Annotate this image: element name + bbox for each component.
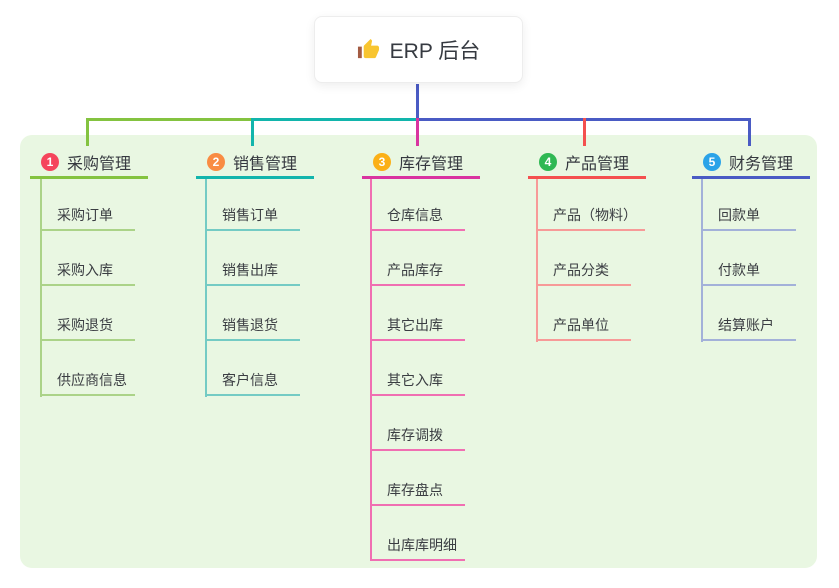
child-node[interactable]: 出库库明细	[370, 533, 465, 561]
branch-drop-line-4	[583, 118, 586, 146]
child-node[interactable]: 销售出库	[205, 258, 300, 286]
branch-label: 库存管理	[399, 156, 464, 173]
child-node[interactable]: 销售订单	[205, 203, 300, 231]
child-node[interactable]: 销售退货	[205, 313, 300, 341]
child-node[interactable]: 其它出库	[370, 313, 465, 341]
branch-number-badge: 3	[373, 153, 391, 171]
children-connector-line-4	[536, 179, 538, 342]
branch-sales-management[interactable]: 2 销售管理	[196, 148, 314, 179]
root-connector-line	[416, 84, 419, 121]
children-connector-line-1	[40, 179, 42, 397]
connector-bus-green	[86, 118, 252, 121]
branch-label: 产品管理	[565, 156, 630, 173]
child-node[interactable]: 产品单位	[536, 313, 631, 341]
branch-label: 采购管理	[67, 156, 132, 173]
branches-panel	[20, 135, 817, 568]
branch-number-badge: 2	[207, 153, 225, 171]
child-node[interactable]: 采购订单	[40, 203, 135, 231]
child-node[interactable]: 库存盘点	[370, 478, 465, 506]
branch-number-badge: 1	[41, 153, 59, 171]
connector-bus-teal	[252, 118, 418, 121]
child-node[interactable]: 产品（物料）	[536, 203, 645, 231]
branch-drop-line-2	[251, 118, 254, 146]
child-node[interactable]: 产品分类	[536, 258, 631, 286]
children-connector-line-5	[701, 179, 703, 342]
thumbs-up-icon	[357, 38, 380, 61]
child-node[interactable]: 结算账户	[701, 313, 796, 341]
child-node[interactable]: 产品库存	[370, 258, 465, 286]
children-connector-line-2	[205, 179, 207, 397]
child-node[interactable]: 供应商信息	[40, 368, 135, 396]
branch-number-badge: 5	[703, 153, 721, 171]
child-node[interactable]: 仓库信息	[370, 203, 465, 231]
branch-drop-line-5	[748, 118, 751, 146]
root-label: ERP 后台	[389, 39, 481, 63]
branch-drop-line-1	[86, 118, 89, 146]
child-node[interactable]: 付款单	[701, 258, 796, 286]
child-node[interactable]: 采购退货	[40, 313, 135, 341]
root-node[interactable]: ERP 后台	[314, 16, 523, 83]
child-node[interactable]: 库存调拨	[370, 423, 465, 451]
branch-inventory-management[interactable]: 3 库存管理	[362, 148, 480, 179]
children-connector-line-3	[370, 179, 372, 561]
branch-number-badge: 4	[539, 153, 557, 171]
branch-purchase-management[interactable]: 1 采购管理	[30, 148, 148, 179]
branch-label: 财务管理	[729, 156, 794, 173]
branch-drop-line-3	[416, 118, 419, 146]
child-node[interactable]: 采购入库	[40, 258, 135, 286]
branch-finance-management[interactable]: 5 财务管理	[692, 148, 810, 179]
child-node[interactable]: 客户信息	[205, 368, 300, 396]
child-node[interactable]: 回款单	[701, 203, 796, 231]
child-node[interactable]: 其它入库	[370, 368, 465, 396]
branch-label: 销售管理	[233, 156, 298, 173]
branch-product-management[interactable]: 4 产品管理	[528, 148, 646, 179]
